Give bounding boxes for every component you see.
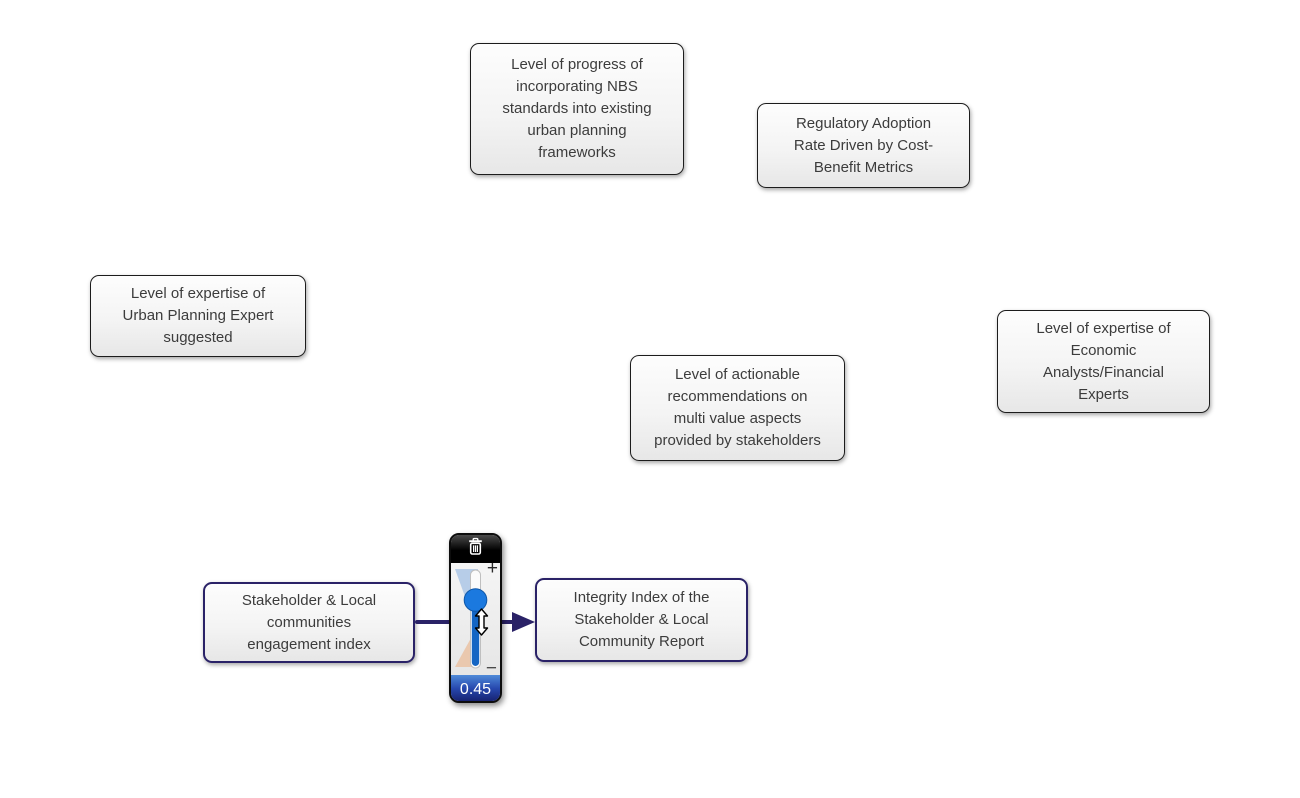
node-label-line: Rate Driven by Cost- bbox=[793, 136, 934, 154]
node-label: Level of expertise of Urban Planning Expe… bbox=[123, 283, 274, 349]
node-label: Level of actionable recommendations on mul… bbox=[654, 364, 821, 452]
node-label-line: communities bbox=[266, 613, 352, 631]
slider-handle[interactable] bbox=[463, 588, 488, 612]
node-label-line: engagement index bbox=[247, 635, 371, 653]
node-label-line: incorporating NBS bbox=[516, 78, 638, 95]
node-urban-planning-expert[interactable]: Level of expertise of Urban Planning Expe… bbox=[90, 275, 306, 357]
node-label: Stakeholder & Local communities engagement… bbox=[242, 590, 376, 656]
node-label-line: Level of actionable bbox=[674, 366, 801, 383]
node-stakeholder-engagement[interactable]: Stakeholder & Local communities engagement… bbox=[203, 582, 415, 663]
node-label: Level of progress of incorporating NBS sta… bbox=[502, 54, 651, 164]
node-label-line: Experts bbox=[1078, 385, 1129, 403]
node-label-line: frameworks bbox=[538, 144, 616, 161]
node-label-line: Stakeholder & Local bbox=[241, 591, 377, 609]
node-label-line: Urban Planning Expert bbox=[122, 307, 274, 324]
edge-weight-slider: + − bbox=[451, 559, 500, 679]
node-label-line: multi value aspects bbox=[673, 410, 802, 427]
node-label-line: Level of expertise of bbox=[1036, 319, 1171, 337]
node-label-line: suggested bbox=[163, 329, 233, 346]
node-label-line: Analysts/Financial bbox=[1043, 363, 1164, 381]
edge-arrowhead-icon bbox=[512, 612, 535, 632]
node-label-line: Benefit Metrics bbox=[813, 158, 914, 176]
node-label-line: Integrity Index of the bbox=[573, 589, 710, 606]
node-label-line: recommendations on bbox=[667, 388, 808, 405]
up-down-arrow-icon bbox=[474, 608, 489, 641]
decrease-weight-button[interactable]: − bbox=[485, 658, 497, 679]
node-label-line: urban planning bbox=[527, 122, 627, 139]
delete-edge-button[interactable] bbox=[451, 535, 500, 563]
node-label-line: Stakeholder & Local bbox=[574, 611, 709, 628]
node-label-line: provided by stakeholders bbox=[654, 432, 821, 449]
node-label-line: Level of expertise of bbox=[130, 285, 266, 302]
node-label-line: Economic bbox=[1070, 341, 1137, 359]
node-label-line: Community Report bbox=[578, 633, 705, 650]
edge-weight-widget[interactable]: + − 0.45 bbox=[449, 533, 502, 703]
edge-weight-value: 0.45 bbox=[451, 675, 500, 701]
node-actionable-recommendations[interactable]: Level of actionable recommendations on mul… bbox=[630, 355, 845, 461]
trash-icon bbox=[467, 537, 484, 561]
node-label-line: Level of progress of bbox=[511, 56, 643, 73]
increase-weight-button[interactable]: + bbox=[486, 558, 498, 579]
node-label-line: Regulatory Adoption bbox=[795, 114, 932, 132]
node-label-line: standards into existing bbox=[502, 100, 652, 117]
node-nbs-progress[interactable]: Level of progress of incorporating NBS sta… bbox=[470, 43, 684, 175]
